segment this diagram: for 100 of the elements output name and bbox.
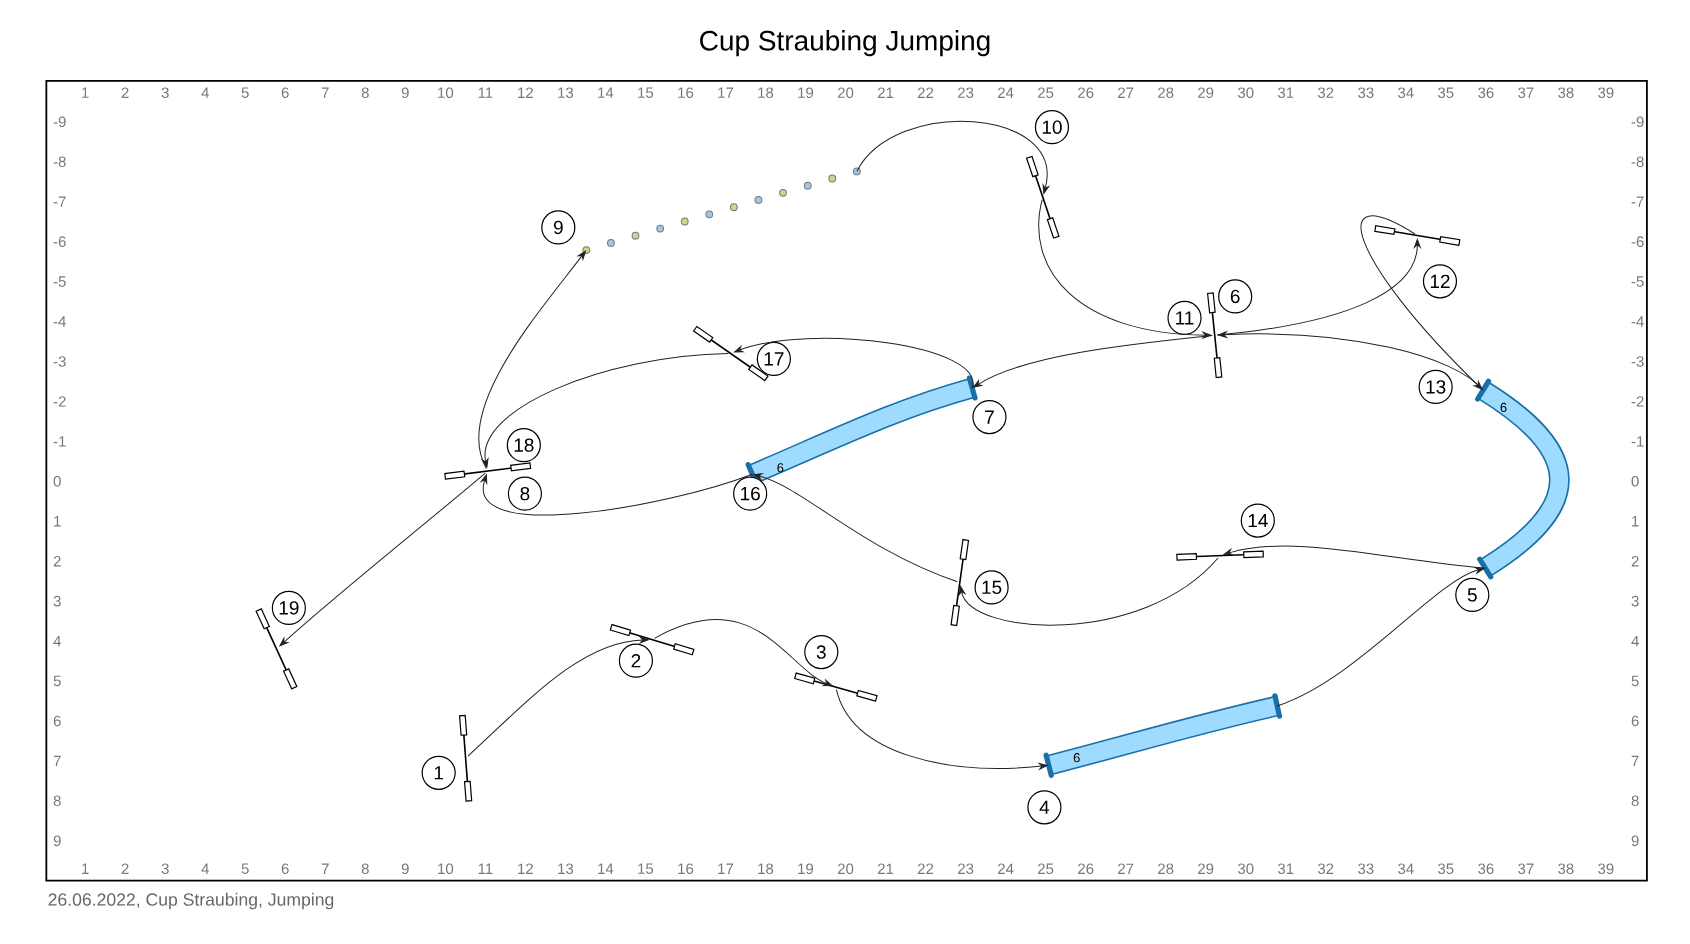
grid-number: 31 <box>1277 863 1294 874</box>
grid-number: 12 <box>518 87 533 98</box>
course-path-arrow <box>654 618 833 687</box>
grid-number: 32 <box>1317 863 1334 874</box>
grid-number: 29 <box>1198 863 1214 874</box>
grid-number: 5 <box>241 87 249 98</box>
grid-number: 19 <box>798 863 814 874</box>
grid-number: -4 <box>53 316 66 327</box>
grid-number: 4 <box>1631 635 1639 647</box>
grid-number: 8 <box>53 795 61 807</box>
grid-number: -8 <box>1631 156 1644 168</box>
grid-number: 20 <box>837 863 854 874</box>
course-path-arrow <box>856 121 1050 194</box>
grid-number: 4 <box>53 635 61 647</box>
grid-number: 6 <box>281 863 289 874</box>
jump-drawing <box>1176 550 1264 561</box>
grid-number: 7 <box>1631 755 1639 766</box>
course-path-arrow <box>1218 331 1484 391</box>
grid-number: 37 <box>1518 863 1534 874</box>
grid-number: 34 <box>1398 87 1414 98</box>
grid-number: -1 <box>1631 436 1644 447</box>
grid-number: 1 <box>1632 516 1639 527</box>
grid-number: -1 <box>53 436 66 447</box>
grid-number: 3 <box>161 87 169 98</box>
course-path-arrow <box>753 473 958 583</box>
course-path-arrow <box>467 636 649 757</box>
grid-number: 13 <box>558 863 574 874</box>
grid-number: 4 <box>201 87 209 98</box>
grid-number: 3 <box>161 863 169 874</box>
course-path-arrow <box>480 473 753 516</box>
grid-number: 18 <box>758 863 774 874</box>
grid-number: 23 <box>958 863 974 874</box>
grid-number: 14 <box>598 863 614 874</box>
grid-number: 32 <box>1317 87 1334 98</box>
course-path-arrow <box>1360 215 1483 390</box>
grid-number: 8 <box>361 87 369 98</box>
grid-number: -3 <box>53 356 66 367</box>
course-path-arrow <box>1216 238 1421 336</box>
jump-drawing <box>950 538 970 627</box>
course-path-arrow <box>279 472 486 647</box>
grid-number: 3 <box>53 595 61 607</box>
grid-number: 15 <box>638 87 654 98</box>
grid-number: -3 <box>1631 356 1644 367</box>
grid-number: 34 <box>1398 863 1414 874</box>
grid-number: 2 <box>1631 555 1639 567</box>
grid-number: 2 <box>121 863 129 874</box>
grid-number: 22 <box>917 87 934 98</box>
grid-number: 16 <box>678 863 694 874</box>
grid-number: -7 <box>53 196 66 207</box>
grid-number: 20 <box>837 87 854 98</box>
grid-number: -2 <box>1631 396 1644 407</box>
grid-number: 9 <box>401 863 409 874</box>
grid-number: 10 <box>438 87 454 98</box>
grid-number: 26 <box>1078 87 1094 98</box>
grid-number: 9 <box>53 835 61 847</box>
grid-number: 30 <box>1237 87 1254 98</box>
grid-number: 35 <box>1438 863 1454 874</box>
grid-number: 1 <box>82 87 89 98</box>
grid-number: 7 <box>53 755 61 766</box>
grid-number: 17 <box>718 863 734 874</box>
grid-number: 22 <box>917 863 934 874</box>
grid-number: 19 <box>798 87 814 98</box>
grid-number: 33 <box>1358 87 1374 98</box>
grid-number: 35 <box>1438 87 1454 98</box>
grid-number: -9 <box>53 116 66 128</box>
footer-text: 26.06.2022, Cup Straubing, Jumping <box>48 892 334 910</box>
grid-number: 30 <box>1237 863 1254 874</box>
grid-number: 5 <box>1631 675 1639 687</box>
grid-number: 11 <box>478 87 493 98</box>
course-path-arrow <box>734 337 973 389</box>
grid-number: 5 <box>241 863 249 874</box>
grid-number: 37 <box>1518 87 1534 98</box>
grid-number: -6 <box>53 236 66 247</box>
grid-number: 6 <box>53 715 61 727</box>
grid-number: 26 <box>1078 863 1094 874</box>
grid-number: 27 <box>1118 87 1134 98</box>
grid-number: -6 <box>1631 236 1644 247</box>
tunnel: 6 <box>1475 378 1570 580</box>
grid-number: 0 <box>53 475 61 487</box>
grid-number: -4 <box>1631 316 1644 327</box>
grid-number: 8 <box>1631 795 1639 807</box>
grid-number: 12 <box>518 863 533 874</box>
grid-number: 11 <box>478 863 493 874</box>
jump-drawing <box>444 462 532 480</box>
grid-number: 2 <box>121 87 129 98</box>
grid-number: 5 <box>53 675 61 687</box>
grid-number: 9 <box>401 87 409 98</box>
grid-number: 39 <box>1598 863 1614 874</box>
grid-number: 36 <box>1478 863 1494 874</box>
grid-number: 28 <box>1158 863 1174 874</box>
grid-number: 17 <box>718 87 734 98</box>
jump-drawing <box>609 623 695 656</box>
grid-number: 21 <box>877 87 894 98</box>
grid-number: 16 <box>678 87 694 98</box>
course-path-arrow <box>835 688 1048 770</box>
grid-number: 3 <box>1631 595 1639 607</box>
grid-number: 1 <box>54 516 61 527</box>
tunnel: 6 <box>1043 693 1283 778</box>
grid-number: 33 <box>1358 863 1374 874</box>
grid-number: 31 <box>1277 87 1294 98</box>
